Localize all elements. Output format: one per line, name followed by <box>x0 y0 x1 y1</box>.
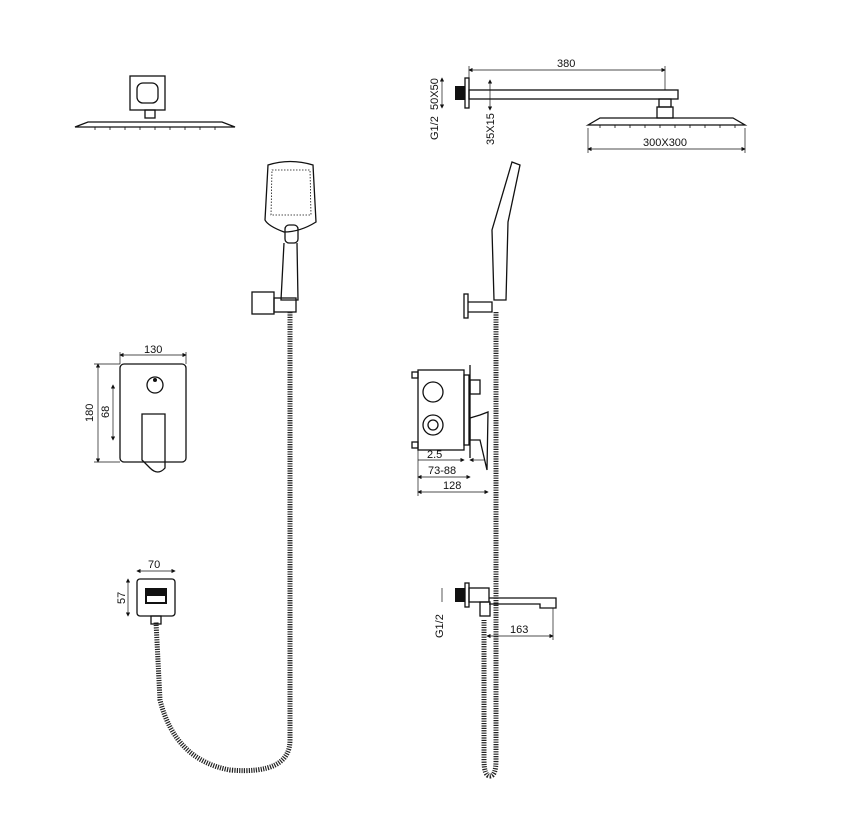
dim-wall-plate: 50X50 <box>429 78 441 110</box>
dim-outlet-height: 57 <box>116 592 128 604</box>
dim-knob-offset: 68 <box>100 406 112 418</box>
wall-outlet-front-view <box>125 568 176 625</box>
dim-plate-gap: 2.5 <box>427 449 442 461</box>
dim-mixer-height: 180 <box>84 404 96 422</box>
rain-head-front-view <box>74 75 236 130</box>
dim-spout-length: 163 <box>510 624 528 636</box>
hand-shower-front-view <box>251 160 317 315</box>
shower-arm-side-view <box>439 66 748 153</box>
dim-mixer-width: 130 <box>144 344 162 356</box>
hand-shower-side-view <box>463 161 521 319</box>
hose-side <box>481 312 499 779</box>
spout-outlet-side-view <box>441 582 557 640</box>
dim-arm-length: 380 <box>557 58 575 70</box>
dim-arm-thread: G1/2 <box>429 116 441 140</box>
hose-front <box>153 312 293 774</box>
dim-wall-depth: 73-88 <box>428 465 456 477</box>
dim-spout-thread: G1/2 <box>434 614 446 638</box>
dim-mixer-depth: 128 <box>443 480 461 492</box>
mixer-front-view <box>94 352 187 473</box>
dim-outlet-width: 70 <box>148 559 160 571</box>
concealed-valve-side-view <box>411 365 489 496</box>
dim-head-size: 300X300 <box>643 137 687 149</box>
dim-arm-section: 35X15 <box>485 113 497 145</box>
